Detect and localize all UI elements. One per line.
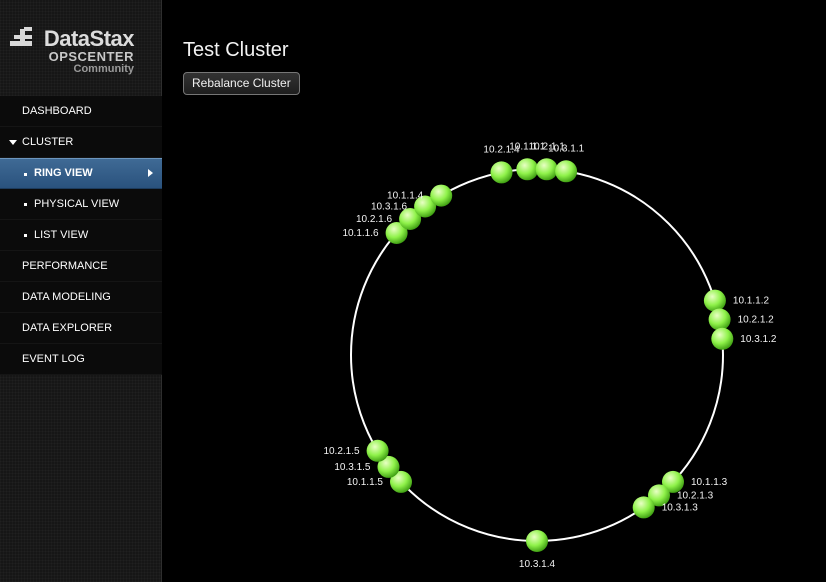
chevron-right-icon xyxy=(148,169,153,177)
node-label: 10.2.1.4 xyxy=(483,144,520,155)
ring-node[interactable] xyxy=(648,484,670,507)
sidebar-item-ring-view[interactable]: RING VIEW xyxy=(0,158,162,189)
datastax-logo-icon xyxy=(10,27,32,49)
sidebar-item-data-explorer[interactable]: DATA EXPLORER xyxy=(0,313,162,344)
ring-diagram: 10.1.1.110.2.1.110.3.1.1 10.1.1.2 10.2.1.2… xyxy=(323,141,776,570)
bullet-icon xyxy=(24,203,27,206)
node-label: 10.3.1.3 xyxy=(662,502,699,513)
ring-node[interactable] xyxy=(662,470,684,493)
sidebar-item-performance[interactable]: PERFORMANCE xyxy=(0,251,162,282)
node-label: 10.3.1.4 xyxy=(519,559,556,570)
ring-node[interactable] xyxy=(430,184,453,207)
ring-node[interactable] xyxy=(632,496,655,519)
sidebar-item-data-modeling[interactable]: DATA MODELING xyxy=(0,282,162,313)
ring-node[interactable] xyxy=(535,158,558,181)
sidebar-item-label: PHYSICAL VIEW xyxy=(34,198,120,210)
ring-node[interactable] xyxy=(490,161,513,184)
sidebar-item-label: RING VIEW xyxy=(34,167,93,179)
sidebar-item-label: DATA MODELING xyxy=(22,291,111,303)
sidebar-item-list-view[interactable]: LIST VIEW xyxy=(0,220,162,251)
sidebar-item-dashboard[interactable]: DASHBOARD xyxy=(0,96,162,127)
node-label: 10.2.1.5 xyxy=(323,446,360,457)
expand-triangle-icon xyxy=(9,140,17,145)
node-label: 10.1.1.6 xyxy=(342,228,379,239)
logo-edition: Community xyxy=(73,63,135,75)
node-label: 10.3.1.5 xyxy=(334,462,371,473)
logo-product: OPSCENTER xyxy=(48,49,134,64)
node-label: 10.2.1.2 xyxy=(738,315,775,326)
node-label: 10.3.1.1 xyxy=(548,143,585,154)
node-label: 10.2.1.6 xyxy=(356,214,393,225)
bullet-icon xyxy=(24,173,27,176)
node-label: 10.1.1.4 xyxy=(387,191,424,202)
node-label: 10.1.1.1 xyxy=(509,141,546,152)
node-label: 10.1.1.2 xyxy=(733,296,770,307)
sidebar-nav: DASHBOARD CLUSTER RING VIEW PHYSICAL VIE… xyxy=(0,96,162,375)
ring-node[interactable] xyxy=(399,208,422,230)
sidebar-item-label: PERFORMANCE xyxy=(22,260,108,272)
sidebar-item-label: DATA EXPLORER xyxy=(22,322,113,334)
bullet-icon xyxy=(24,234,27,237)
ring-node[interactable] xyxy=(708,308,731,331)
sidebar-item-physical-view[interactable]: PHYSICAL VIEW xyxy=(0,189,162,220)
ring-node[interactable] xyxy=(555,160,578,183)
node-label: 10.2.1.3 xyxy=(677,490,714,501)
node-label: 10.1.1.5 xyxy=(347,477,384,488)
sidebar: DataStax OPSCENTER Community DASHBOARD C… xyxy=(0,0,162,582)
sidebar-item-label: EVENT LOG xyxy=(22,353,85,365)
datastax-logo: DataStax OPSCENTER Community xyxy=(0,0,162,96)
ring-node[interactable] xyxy=(366,439,389,462)
ring-node[interactable] xyxy=(526,530,548,552)
rebalance-cluster-button[interactable]: Rebalance Cluster xyxy=(183,72,300,95)
sidebar-item-label: CLUSTER xyxy=(22,136,74,148)
ring-node[interactable] xyxy=(377,455,400,478)
logo-brand: DataStax xyxy=(43,26,135,51)
page-title: Test Cluster xyxy=(183,39,289,61)
sidebar-item-event-log[interactable]: EVENT LOG xyxy=(0,344,162,375)
sidebar-item-label: LIST VIEW xyxy=(34,229,89,241)
ring-node[interactable] xyxy=(390,470,412,493)
ring-node[interactable] xyxy=(711,327,734,350)
node-label: 10.2.1.1 xyxy=(529,141,566,152)
sidebar-item-label: DASHBOARD xyxy=(22,105,92,117)
sidebar-item-cluster[interactable]: CLUSTER xyxy=(0,127,162,158)
node-label: 10.1.1.3 xyxy=(691,477,728,488)
ring-node[interactable] xyxy=(385,222,408,244)
node-label: 10.3.1.2 xyxy=(740,334,777,345)
node-label: 10.3.1.6 xyxy=(371,202,408,213)
ring-node[interactable] xyxy=(414,195,437,218)
ring-nodes: 10.1.1.110.2.1.110.3.1.1 10.1.1.2 10.2.1.2… xyxy=(323,141,776,570)
ring-node[interactable] xyxy=(516,158,539,181)
ring-node[interactable] xyxy=(703,289,726,312)
